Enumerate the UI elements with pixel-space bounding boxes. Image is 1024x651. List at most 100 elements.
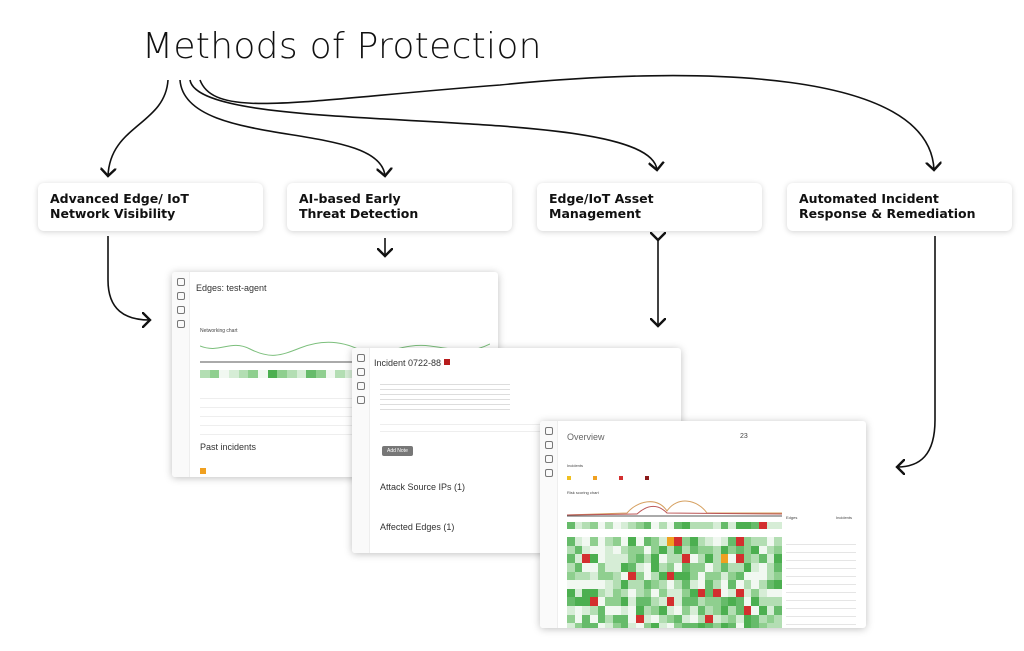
heatmap-cell — [620, 562, 629, 572]
heatmap-cell — [597, 545, 606, 555]
heatmap-cell — [651, 522, 660, 529]
heatmap-cell — [774, 571, 782, 581]
heatmap-cell — [620, 614, 629, 624]
heatmap-cell — [774, 554, 782, 563]
heatmap-cell — [590, 588, 598, 598]
heatmap-cell — [643, 522, 652, 529]
alert-icon — [544, 441, 553, 449]
heatmap-cell — [643, 606, 652, 615]
heatmap-cell — [743, 597, 752, 607]
heatmap-cell — [697, 580, 706, 589]
heatmap-cell — [712, 554, 721, 563]
overview-screenshot: Overview 23 Incidents Risk scoring chart… — [540, 421, 866, 628]
heatmap-cell — [674, 554, 683, 563]
add-note-button[interactable]: Add Note — [382, 446, 413, 456]
heatmap-cell — [697, 571, 706, 581]
heatmap-cell — [674, 606, 683, 615]
heatmap-cell — [758, 522, 767, 529]
heatmap-cell — [697, 588, 706, 598]
heatmap-cell — [574, 614, 583, 624]
heatmap-cell — [682, 522, 690, 529]
heatmap-cell — [605, 614, 614, 624]
box-text: Edge/IoT Asset — [549, 191, 654, 206]
heatmap-cell — [643, 554, 652, 563]
heatmap-cell — [628, 588, 637, 598]
heatmap-cell — [758, 562, 767, 572]
heatmap-cell — [774, 623, 782, 628]
heatmap-cell — [620, 597, 629, 607]
heatmap-cell — [705, 597, 713, 607]
heatmap-cell — [628, 614, 637, 624]
heatmap-cell — [751, 522, 759, 529]
heatmap-cell — [659, 588, 667, 598]
heatmap-cell — [574, 522, 583, 529]
heatmap-cell — [705, 588, 713, 598]
heatmap-cell — [209, 370, 220, 378]
heatmap-cell — [720, 537, 729, 546]
heatmap-cell — [659, 623, 667, 628]
heatmap-cell — [248, 370, 258, 378]
summary-heatmap — [567, 522, 782, 529]
heatmap-cell — [751, 588, 759, 598]
heatmap-cell — [567, 623, 575, 628]
heatmap-cell — [712, 606, 721, 615]
heatmap-cell — [316, 370, 326, 378]
heatmap-cell — [682, 597, 690, 607]
heatmap-cell — [582, 623, 591, 628]
heatmap-cell — [574, 580, 583, 589]
heatmap-cell — [287, 370, 297, 378]
heatmap-cell — [774, 522, 782, 529]
alert-icon — [176, 292, 185, 300]
heatmap-cell — [697, 623, 706, 628]
heatmap-cell — [689, 597, 698, 607]
incidents-column: Incidents — [836, 515, 853, 520]
incident-icon — [544, 455, 553, 463]
heatmap-cell — [590, 571, 598, 581]
heatmap-cell — [613, 562, 621, 572]
heatmap-cell — [597, 623, 606, 628]
heatmap-cell — [728, 606, 736, 615]
heatmap-cell — [597, 588, 606, 598]
heatmap-cell — [605, 545, 614, 555]
heatmap-cell — [590, 554, 598, 563]
heatmap-cell — [705, 545, 713, 555]
heatmap-cell — [689, 522, 698, 529]
heatmap-cell — [720, 545, 729, 555]
heatmap-cell — [735, 614, 744, 624]
heatmap-cell — [735, 562, 744, 572]
heatmap-cell — [574, 623, 583, 628]
heatmap-cell — [636, 522, 644, 529]
heatmap-cell — [659, 537, 667, 546]
heatmap-cell — [751, 537, 759, 546]
heatmap-cell — [682, 571, 690, 581]
heatmap-cell — [758, 623, 767, 628]
heatmap-cell — [590, 597, 598, 607]
heatmap-cell — [689, 545, 698, 555]
heatmap-cell — [712, 614, 721, 624]
heatmap-cell — [666, 588, 675, 598]
edges-heatmap — [567, 537, 782, 628]
heatmap-cell — [567, 606, 575, 615]
section-title: Attack Source IPs (1) — [380, 482, 466, 492]
home-icon — [176, 278, 185, 286]
heatmap-cell — [613, 545, 621, 555]
heatmap-cell — [659, 571, 667, 581]
heatmap-cell — [306, 370, 316, 378]
arrow — [107, 236, 150, 320]
heatmap-cell — [674, 545, 683, 555]
heatmap-cell — [238, 370, 249, 378]
heatmap-cell — [758, 545, 767, 555]
heatmap-cell — [728, 545, 736, 555]
heatmap-cell — [682, 545, 690, 555]
heatmap-cell — [643, 562, 652, 572]
heatmap-cell — [758, 554, 767, 563]
diagram-title: Methods of Protection — [142, 26, 542, 67]
alert-icon — [356, 368, 365, 376]
heatmap-cell — [697, 562, 706, 572]
heatmap-cell — [697, 597, 706, 607]
heatmap-cell — [720, 606, 729, 615]
incident-icon — [176, 306, 185, 314]
heatmap-cell — [682, 580, 690, 589]
heatmap-cell — [766, 571, 775, 581]
sidebar — [540, 421, 558, 628]
